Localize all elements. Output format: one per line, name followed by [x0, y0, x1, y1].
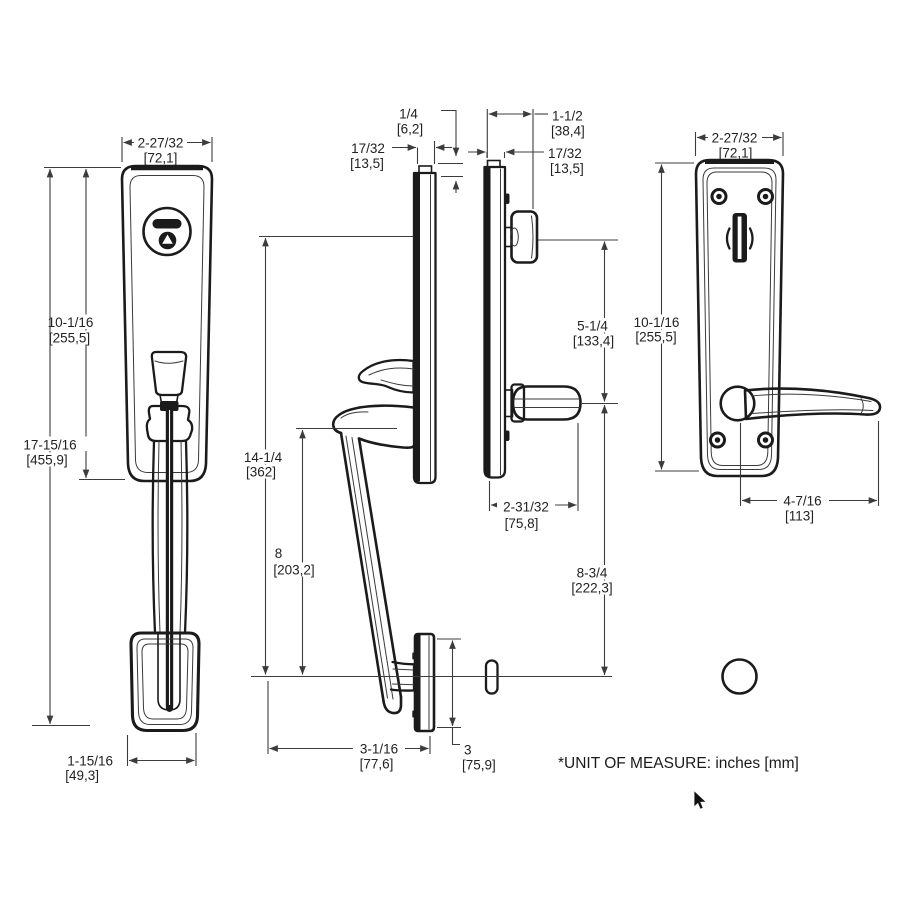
dim-interior-plate-height: 10-1/16 [255,5]	[630, 162, 699, 472]
dim-turn-to-lever: 5-1/4 [133,4]	[538, 239, 620, 402]
dim-pad-height: 3 [75,9]	[437, 638, 496, 773]
dim-label-mm: [13,5]	[350, 156, 384, 171]
keyhole-cylinder	[142, 206, 192, 257]
dim-label-mm: [455,9]	[26, 453, 67, 468]
bottom-pad	[129, 631, 201, 733]
interior-side-view	[483, 159, 582, 479]
screw-bottom-right	[757, 431, 774, 449]
key-slot	[152, 219, 182, 229]
screw-bottom-left	[709, 431, 726, 449]
interior-front-view	[694, 158, 882, 478]
dim-label-mm: [255,5]	[635, 330, 676, 345]
dim-top-step: 1/4 [6,2]	[397, 107, 463, 193]
dim-label: 8	[275, 546, 283, 561]
dim-label: 1-1/2	[552, 109, 583, 124]
dim-label-mm: [77,6]	[360, 757, 394, 772]
thumbturn-knob-side	[510, 210, 539, 264]
thumb-latch	[150, 350, 188, 397]
dim-label-mm: [113]	[785, 509, 814, 524]
dim-exterior-front-width: 2-27/32 [72,1]	[121, 134, 213, 166]
dim-label: 10-1/16	[634, 315, 680, 330]
dim-label-mm: [362]	[246, 465, 276, 480]
dim-label-mm: [75,8]	[505, 516, 539, 531]
lever-side	[511, 385, 582, 421]
dim-label: 5-1/4	[577, 319, 608, 334]
dim-label: 4-7/16	[783, 494, 821, 509]
deadbolt-face-circle	[721, 658, 758, 695]
dim-label: 3	[464, 743, 472, 758]
key-core-arrow	[162, 234, 173, 244]
dim-label: 17-15/16	[23, 438, 76, 453]
lever-front	[743, 387, 882, 421]
unit-of-measure-note: *UNIT OF MEASURE: inches [mm]	[558, 755, 799, 772]
screw-top-right	[757, 188, 774, 205]
dim-exterior-overall-height: 17-15/16 [455,9]	[8, 168, 92, 727]
dim-label-mm: [72,1]	[719, 146, 753, 161]
dim-lever-to-bottom: 8-3/4 [222,3]	[567, 402, 618, 676]
grip	[151, 439, 157, 635]
mouse-cursor-icon	[693, 789, 708, 810]
dim-label-mm: [49,3]	[65, 768, 99, 783]
dim-label: 2-27/32	[712, 131, 758, 146]
dim-pad-width: 1-15/16 [49,3]	[65, 733, 197, 783]
thumbturn-front	[725, 213, 754, 263]
dim-handle-span: 14-1/4 [362]	[239, 235, 413, 675]
lever-collar-side	[510, 383, 526, 423]
dim-label-mm: [255,5]	[49, 331, 90, 346]
dim-label: 17/32	[548, 146, 582, 161]
dim-label-mm: [75,9]	[462, 758, 496, 773]
bottom-mount-side	[413, 632, 436, 733]
dim-exterior-side-thickness: 17/32 [13,5]	[350, 141, 452, 171]
exterior-side-view	[331, 165, 499, 733]
dim-grip-length: 8 [203,2]	[270, 427, 397, 675]
dim-interior-front-width: 2-27/32 [72,1]	[694, 129, 784, 161]
dim-label-mm: [203,2]	[273, 563, 314, 578]
dim-label: 1-15/16	[67, 754, 113, 769]
dim-turn-projection: 1-1/2 [38,4]	[486, 109, 585, 209]
screw-top-left	[710, 188, 728, 205]
dim-label-mm: [222,3]	[571, 581, 612, 596]
dim-label: 3-1/16	[360, 742, 398, 757]
dim-label: 14-1/4	[244, 450, 283, 465]
dim-label: 10-1/16	[48, 315, 94, 330]
thumb-latch-side	[357, 358, 415, 394]
dim-label-mm: [72,1]	[144, 151, 178, 166]
dim-pad-projection: 3-1/16 [77,6]	[267, 681, 431, 772]
dim-label: 2-27/32	[138, 136, 184, 151]
dim-label: 17/32	[351, 141, 385, 156]
dim-label-mm: [38,4]	[551, 124, 585, 139]
dim-label-mm: [6,2]	[397, 122, 423, 137]
dim-label: 8-3/4	[577, 566, 608, 581]
dim-label: 1/4	[399, 107, 418, 122]
dim-lever-length: 4-7/16 [113]	[739, 421, 880, 524]
dim-label-mm: [133,4]	[573, 334, 614, 349]
dim-exterior-plate-height: 10-1/16 [255,5]	[32, 166, 125, 481]
lever-hub	[719, 385, 756, 422]
dim-interior-depth: 2-31/32 [75,8]	[488, 423, 579, 531]
handle-bracket	[145, 404, 194, 443]
exterior-front-view	[120, 164, 214, 733]
dim-label-mm: [13,5]	[550, 161, 584, 176]
dim-label: 2-31/32	[503, 500, 549, 515]
